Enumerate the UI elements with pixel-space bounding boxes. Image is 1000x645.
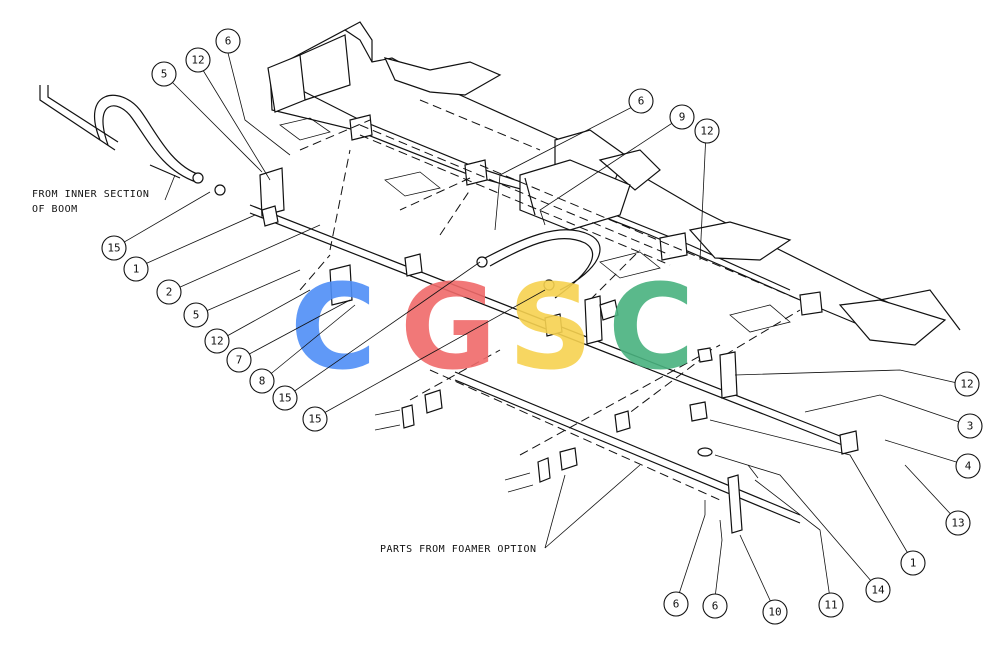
callout-12-low: 12 bbox=[204, 328, 230, 354]
callout-6-bottom-left: 6 bbox=[663, 591, 689, 617]
svg-text:5: 5 bbox=[161, 68, 168, 81]
callouts: 6 12 5 6 9 12 15 1 2 5 12 7 8 15 15 12 3… bbox=[101, 28, 983, 625]
svg-text:14: 14 bbox=[871, 584, 885, 597]
watermark-letter-c2: C bbox=[608, 258, 695, 396]
callout-6-top: 6 bbox=[215, 28, 241, 54]
callout-8: 8 bbox=[249, 368, 275, 394]
callout-5-low: 5 bbox=[183, 302, 209, 328]
callout-9: 9 bbox=[669, 104, 695, 130]
callout-12-right: 12 bbox=[954, 371, 980, 397]
assembly-dashed-lines bbox=[299, 99, 801, 501]
svg-text:11: 11 bbox=[824, 599, 837, 612]
callout-12-mid: 12 bbox=[694, 118, 720, 144]
svg-text:6: 6 bbox=[638, 95, 645, 108]
svg-text:5: 5 bbox=[193, 309, 200, 322]
boom-frame bbox=[267, 21, 961, 346]
callout-4: 4 bbox=[955, 453, 981, 479]
callout-15-left: 15 bbox=[101, 235, 127, 261]
callout-14: 14 bbox=[865, 577, 891, 603]
svg-text:12: 12 bbox=[960, 378, 973, 391]
watermark-letter-g: G bbox=[400, 258, 497, 396]
callout-6-bottom-right: 6 bbox=[702, 593, 728, 619]
svg-text:15: 15 bbox=[278, 392, 291, 405]
callout-1-right: 1 bbox=[900, 550, 926, 576]
svg-text:9: 9 bbox=[679, 111, 686, 124]
callout-1-left: 1 bbox=[123, 256, 149, 282]
svg-text:1: 1 bbox=[910, 557, 917, 570]
inner-boom-hose bbox=[39, 85, 226, 196]
watermark: C G S C bbox=[290, 258, 695, 396]
feed-hose bbox=[476, 229, 601, 299]
svg-text:12: 12 bbox=[210, 335, 223, 348]
callout-15-b: 15 bbox=[302, 406, 328, 432]
svg-text:6: 6 bbox=[673, 598, 680, 611]
watermark-letter-c1: C bbox=[290, 258, 377, 396]
svg-text:13: 13 bbox=[951, 517, 964, 530]
callout-2: 2 bbox=[156, 279, 182, 305]
svg-text:3: 3 bbox=[967, 420, 974, 433]
note-foamer-option: PARTS FROM FOAMER OPTION bbox=[380, 544, 537, 555]
foamer-pipe bbox=[374, 371, 801, 541]
boom-pipe bbox=[249, 167, 859, 457]
callout-leaders bbox=[113, 52, 969, 612]
callout-6-mid: 6 bbox=[628, 88, 654, 114]
callout-13: 13 bbox=[945, 510, 971, 536]
svg-text:6: 6 bbox=[712, 600, 719, 613]
svg-text:10: 10 bbox=[768, 606, 781, 619]
svg-text:8: 8 bbox=[259, 375, 266, 388]
svg-text:12: 12 bbox=[700, 125, 713, 138]
callout-5-top: 5 bbox=[151, 61, 177, 87]
note-inner-section-line2: OF BOOM bbox=[32, 204, 78, 215]
note-inner-section-line1: FROM INNER SECTION bbox=[32, 189, 149, 200]
callout-12-top: 12 bbox=[185, 47, 211, 73]
notes: FROM INNER SECTION OF BOOM PARTS FROM FO… bbox=[32, 189, 537, 555]
callout-7: 7 bbox=[226, 347, 252, 373]
callout-10: 10 bbox=[762, 599, 788, 625]
callout-11: 11 bbox=[818, 592, 844, 618]
svg-text:15: 15 bbox=[308, 413, 321, 426]
svg-text:12: 12 bbox=[191, 54, 204, 67]
svg-text:7: 7 bbox=[236, 354, 243, 367]
svg-text:2: 2 bbox=[166, 286, 173, 299]
watermark-letter-s: S bbox=[508, 258, 593, 396]
svg-text:1: 1 bbox=[133, 263, 140, 276]
svg-text:6: 6 bbox=[225, 35, 232, 48]
svg-text:15: 15 bbox=[107, 242, 120, 255]
callout-15-a: 15 bbox=[272, 385, 298, 411]
callout-3: 3 bbox=[957, 413, 983, 439]
svg-text:4: 4 bbox=[965, 460, 972, 473]
